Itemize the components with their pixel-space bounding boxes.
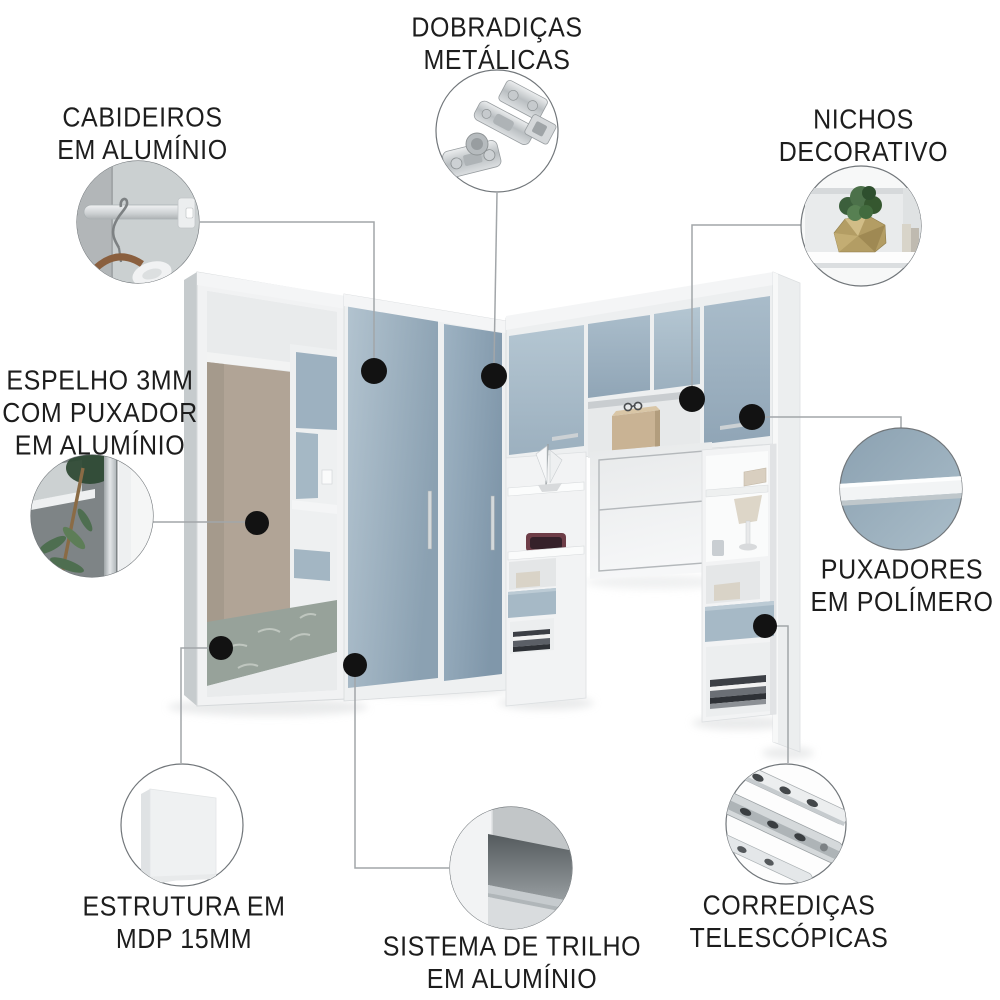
label-corredicas: CORREDIÇAS TELESCÓPICAS: [689, 890, 889, 954]
label-estrutura: ESTRUTURA EM MDP 15MM: [82, 891, 286, 955]
marker-dots: [209, 358, 777, 677]
connector-trilho: [354, 676, 449, 869]
label-nichos: NICHOS DECORATIVO: [778, 104, 949, 168]
label-dobradicas: DOBRADIÇAS METÁLICAS: [411, 12, 583, 76]
label-puxadores: PUXADORES EM POLÍMERO: [810, 554, 994, 618]
tower-drawer-blue: [508, 588, 556, 618]
telescopic-slide-detail-icon: [725, 763, 847, 885]
glasses: [623, 401, 643, 412]
sliding-door-handle: [427, 490, 432, 550]
overhead-door-1: [509, 325, 584, 455]
corner-doors-section: [343, 293, 507, 702]
connector-dobradicas: [493, 192, 498, 365]
sailboat-model: [535, 443, 563, 492]
slide-rail-upper: [727, 764, 846, 826]
perfume-bottle: [712, 540, 724, 556]
connector-lines: [153, 192, 902, 869]
bed-front-panel: [590, 442, 712, 579]
tower-books: [706, 642, 770, 717]
rail-channel: [488, 834, 572, 902]
aluminum-rail-detail-icon: [449, 806, 573, 930]
corner-hinged-door-blue: [444, 324, 502, 681]
hinge-detail-icon: [435, 69, 559, 193]
right-crown: [506, 272, 773, 330]
left-inner-tower: [505, 443, 587, 707]
left-crown: [197, 272, 346, 309]
marker-dot-nichos: [679, 386, 705, 412]
radio: [526, 533, 566, 552]
overhead-door-3: [654, 307, 700, 390]
right-bridge-section: [505, 271, 801, 753]
marker-dot-cabideiros: [361, 358, 387, 384]
overhead-door-4-handle: [720, 422, 748, 430]
sliding-door-blue: [348, 305, 438, 688]
wood-hanger: [93, 253, 144, 271]
connector-puxadores: [764, 416, 902, 428]
sandal: [743, 467, 767, 487]
door-edge: [450, 807, 492, 929]
label-espelho: ESPELHO 3MM COM PUXADOR EM ALUMÍNIO: [2, 365, 198, 462]
marker-dot-estrutura: [209, 636, 233, 660]
wood-box: [612, 410, 660, 451]
board-face: [149, 788, 217, 885]
board-edge: [141, 789, 150, 884]
table-lamp: [734, 495, 762, 551]
mdp-board-detail-icon: [120, 763, 244, 887]
polymer-handle-detail-icon: [839, 427, 963, 551]
gold-vase: [833, 214, 887, 253]
book-spine: [911, 228, 919, 252]
corner-crown: [344, 294, 506, 333]
marker-dot-corredicas: [753, 614, 777, 638]
mirror-handle-detail-icon: [30, 454, 154, 578]
decorative-niche-detail-icon: [800, 165, 922, 287]
aluminum-handle-strip: [104, 455, 116, 577]
tower-books: [510, 618, 554, 654]
hanger-hook: [111, 197, 129, 249]
marker-dot-puxadores: [739, 404, 765, 430]
marker-dot-espelho: [245, 511, 269, 535]
decorative-niche-with-box: [588, 390, 700, 458]
slide-rail-lower: [726, 791, 843, 864]
overhead-door-2: [588, 315, 650, 398]
marker-dot-dobradicas: [481, 363, 507, 389]
label-cabideiros: CABIDEIROS EM ALUMÍNIO: [57, 102, 228, 166]
corner-door-handle: [490, 495, 495, 551]
plant: [839, 186, 882, 221]
left-side-panel: [184, 272, 197, 706]
connector-corredicas: [776, 625, 789, 763]
overhead-door-1-handle: [552, 433, 578, 441]
right-inner-tower: [701, 443, 777, 723]
bed-recess: [590, 442, 712, 579]
connector-nichos: [691, 224, 801, 387]
connector-cabideiros: [200, 221, 375, 359]
marker-dot-trilho: [343, 653, 367, 677]
label-trilho: SISTEMA DE TRILHO EM ALUMÍNIO: [382, 931, 642, 995]
reflected-rug: [207, 600, 337, 686]
book-spine: [902, 224, 911, 252]
left-wardrobe-section: [184, 271, 347, 707]
hanger-rod-detail-icon: [76, 160, 200, 284]
